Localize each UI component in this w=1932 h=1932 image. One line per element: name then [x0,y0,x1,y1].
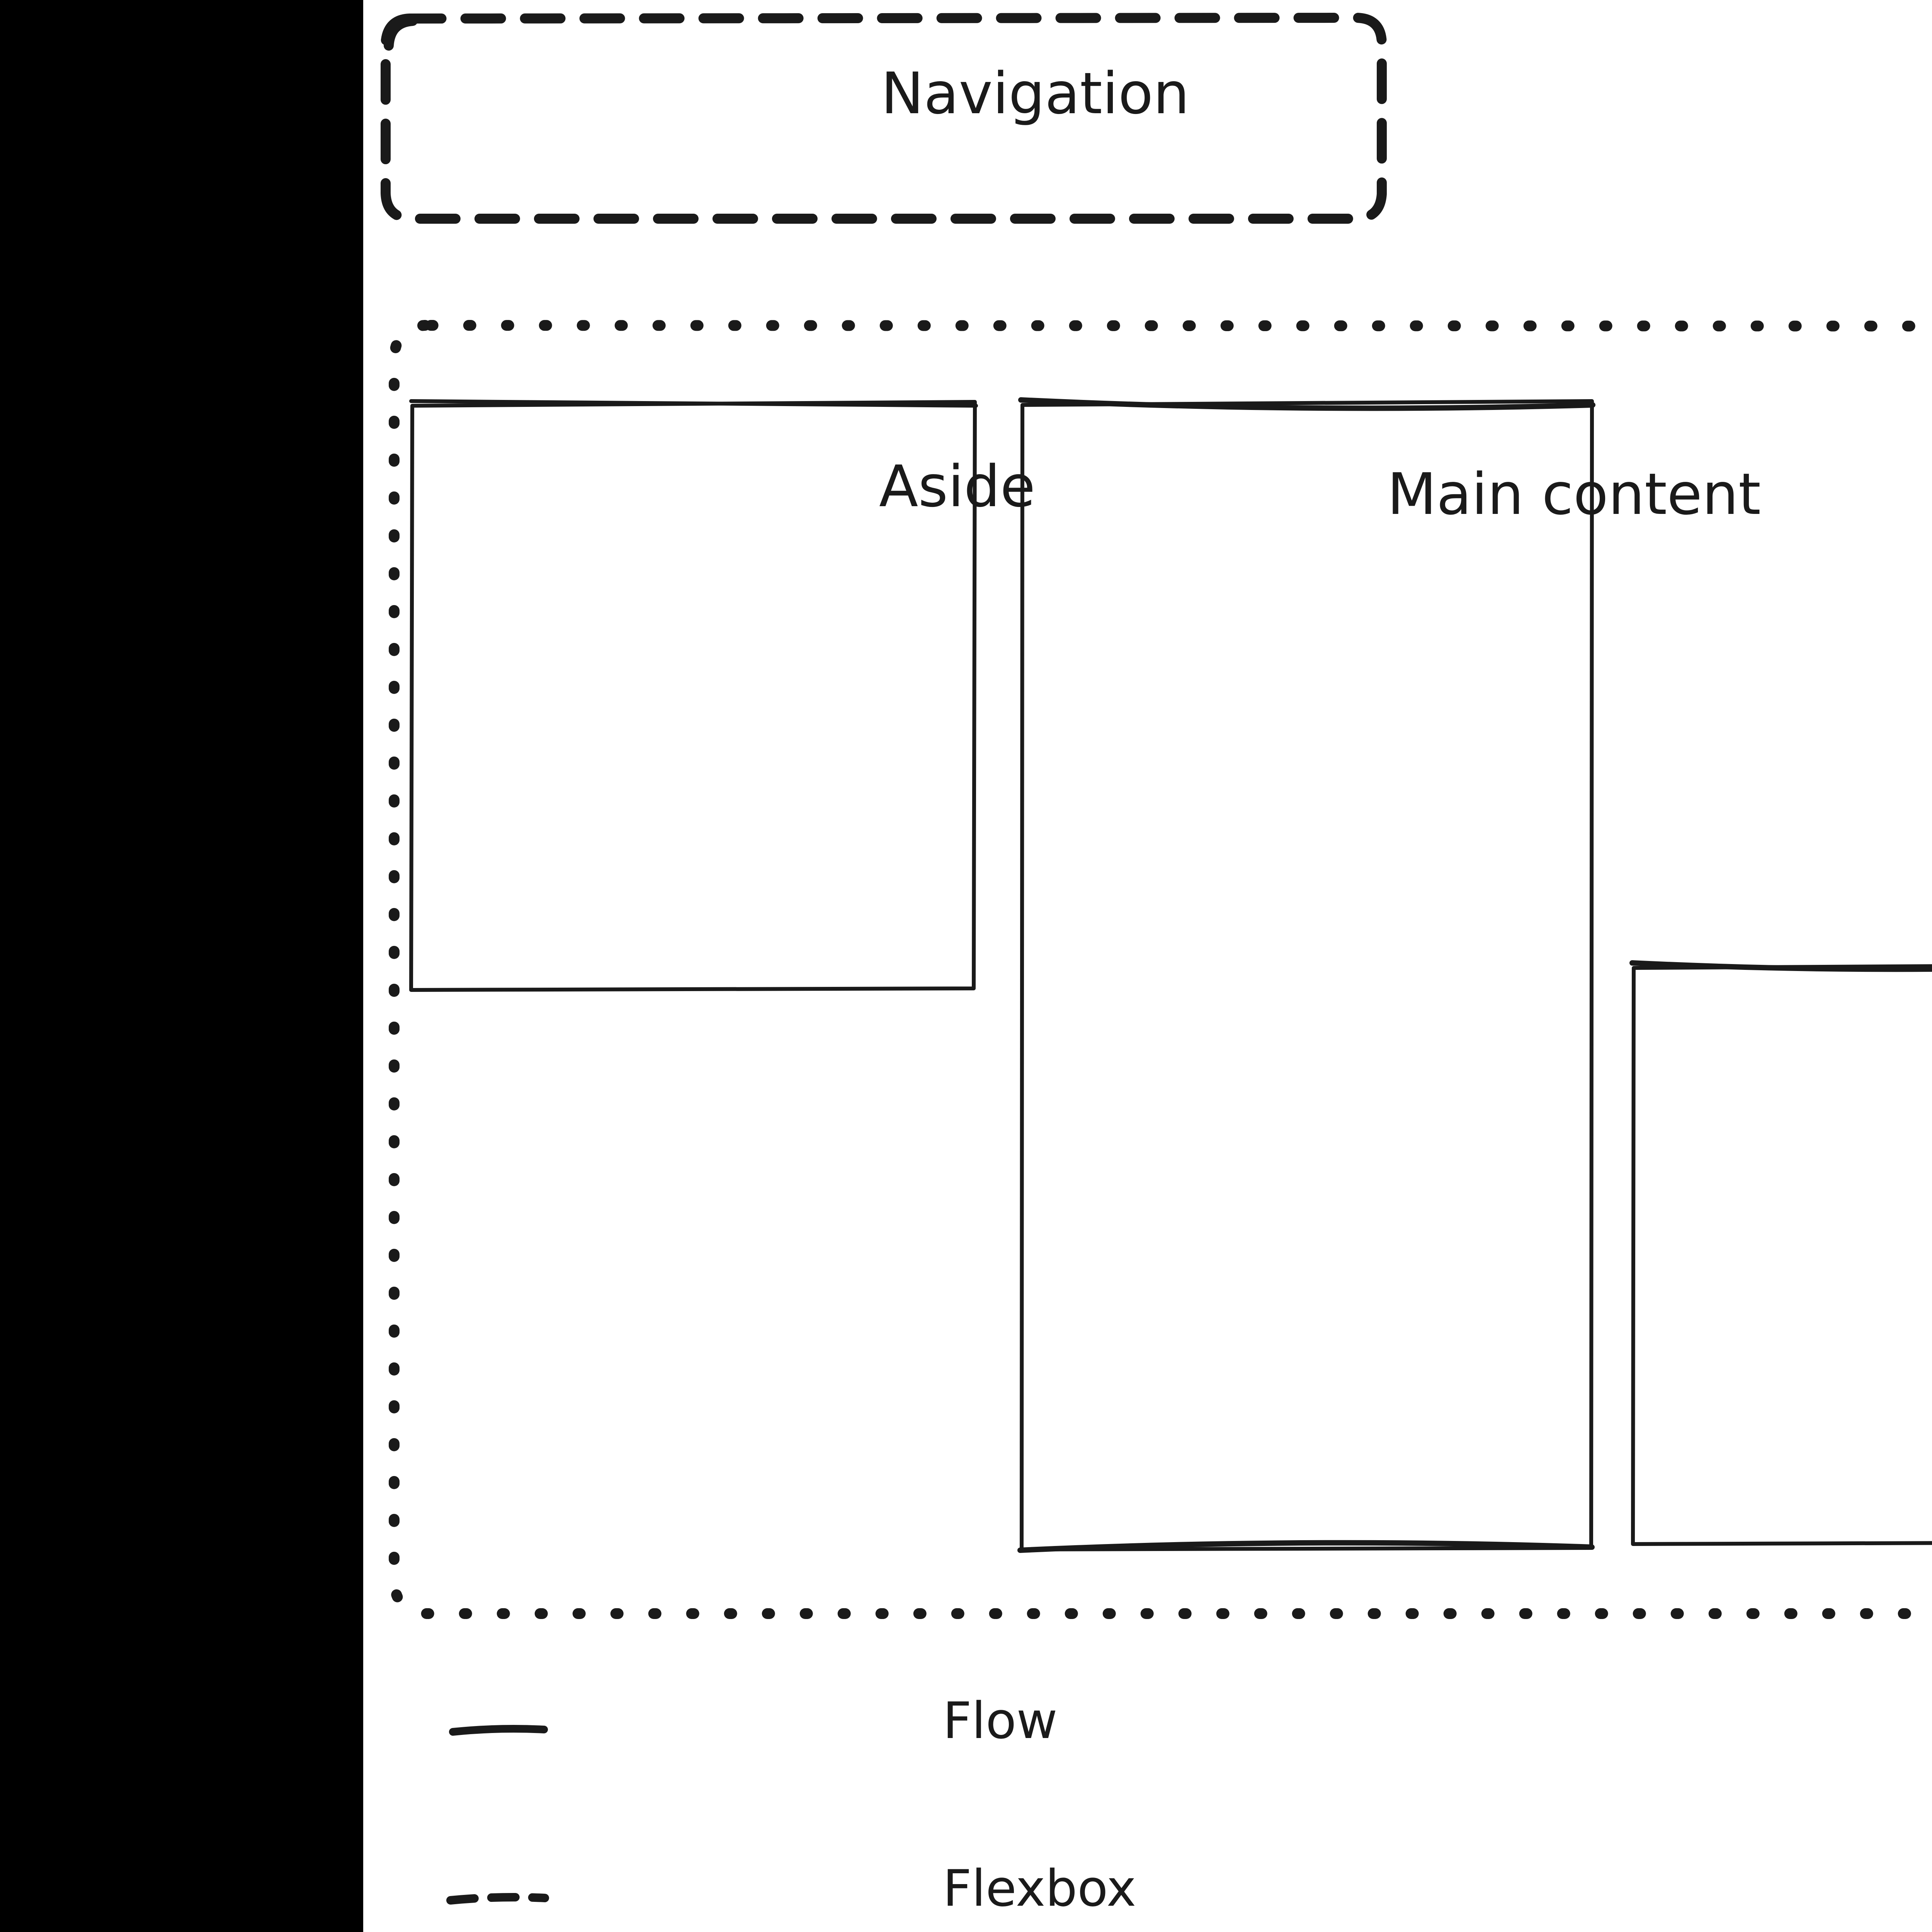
legend-item-flexbox-label: Flexbox [943,1859,1136,1918]
aside-right-top-sketch-stroke [1629,960,1932,972]
grid-container-dotted-border [389,320,1932,1619]
layout-diagram-svg [381,13,1932,1905]
legend-item-flow-label: Flow [943,1691,1058,1750]
solid-line-marker [449,1725,548,1736]
navigation-label: Navigation [881,60,1190,127]
aside-left-sketch-stroke [409,399,978,408]
aside-right-border [1631,964,1932,1546]
main-content-region[interactable] [1017,397,1595,1553]
grid-container-region[interactable] [389,320,1932,1619]
aside-right-region[interactable] [1629,960,1932,1546]
legend-markers [446,1725,549,1905]
navigation-corner-accent [384,16,418,51]
aside-left-region[interactable] [409,399,978,992]
main-content-top-sketch-stroke [1018,397,1595,411]
navigation-region[interactable] [381,13,1387,224]
aside-left-label: Aside [879,453,1036,520]
dashed-line-marker [446,1893,549,1905]
main-content-label: Main content [1387,461,1761,527]
main-content-bottom-sketch-stroke [1017,1540,1595,1553]
main-content-border [1020,399,1594,1551]
diagram-canvas: Navigation Aside Main content Aside Flow… [363,0,1932,1932]
